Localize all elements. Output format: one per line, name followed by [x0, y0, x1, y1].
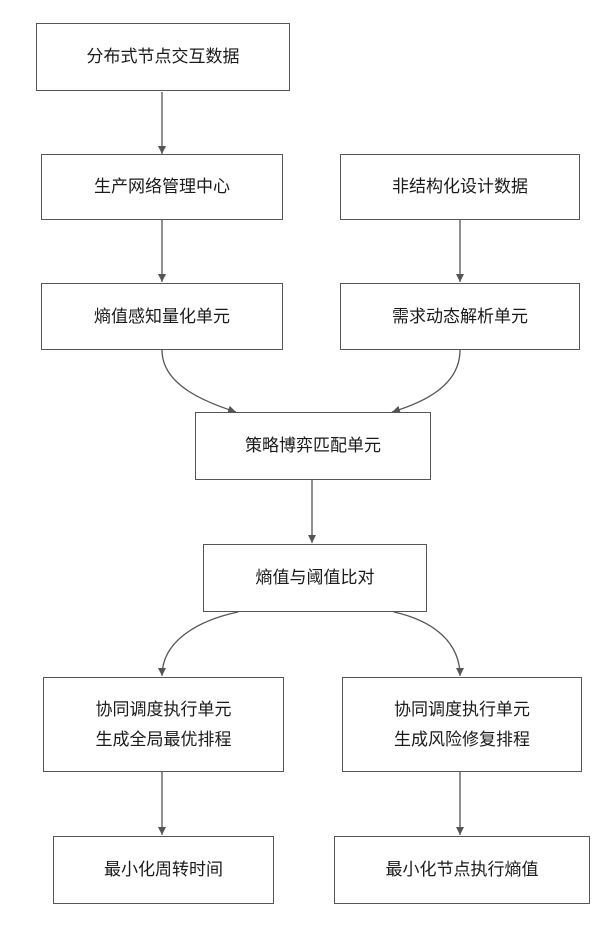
node-demand-unit: 需求动态解析单元: [340, 283, 580, 350]
node-coord-global-label: 协同调度执行单元 生成全局最优排程: [96, 695, 232, 755]
node-entropy-unit-label: 熵值感知量化单元: [94, 302, 230, 332]
node-network-center-label: 生产网络管理中心: [94, 172, 230, 202]
node-unstructured-data: 非结构化设计数据: [340, 154, 580, 220]
node-network-center: 生产网络管理中心: [41, 154, 283, 220]
node-strategy-unit: 策略博弈匹配单元: [195, 412, 431, 480]
node-min-cycle-label: 最小化周转时间: [104, 855, 223, 885]
node-min-cycle: 最小化周转时间: [53, 836, 274, 904]
node-demand-unit-label: 需求动态解析单元: [392, 302, 528, 332]
node-coord-risk-label: 协同调度执行单元 生成风险修复排程: [394, 695, 530, 755]
node-coord-global: 协同调度执行单元 生成全局最优排程: [43, 677, 284, 772]
arrow-demand-to-strategy: [392, 350, 460, 412]
node-strategy-unit-label: 策略博弈匹配单元: [245, 431, 381, 461]
node-threshold-compare: 熵值与阈值比对: [203, 544, 427, 612]
node-coord-risk: 协同调度执行单元 生成风险修复排程: [342, 677, 582, 772]
arrow-compare-to-risk: [394, 612, 460, 676]
node-min-entropy-label: 最小化节点执行熵值: [386, 855, 539, 885]
node-threshold-compare-label: 熵值与阈值比对: [256, 563, 375, 593]
node-entropy-unit: 熵值感知量化单元: [41, 283, 283, 350]
node-unstructured-data-label: 非结构化设计数据: [392, 172, 528, 202]
arrow-entropy-to-strategy: [162, 350, 236, 412]
arrow-compare-to-global: [162, 612, 238, 676]
node-distributed-data: 分布式节点交互数据: [36, 23, 290, 91]
node-min-entropy: 最小化节点执行熵值: [334, 836, 590, 904]
node-distributed-data-label: 分布式节点交互数据: [87, 42, 240, 72]
